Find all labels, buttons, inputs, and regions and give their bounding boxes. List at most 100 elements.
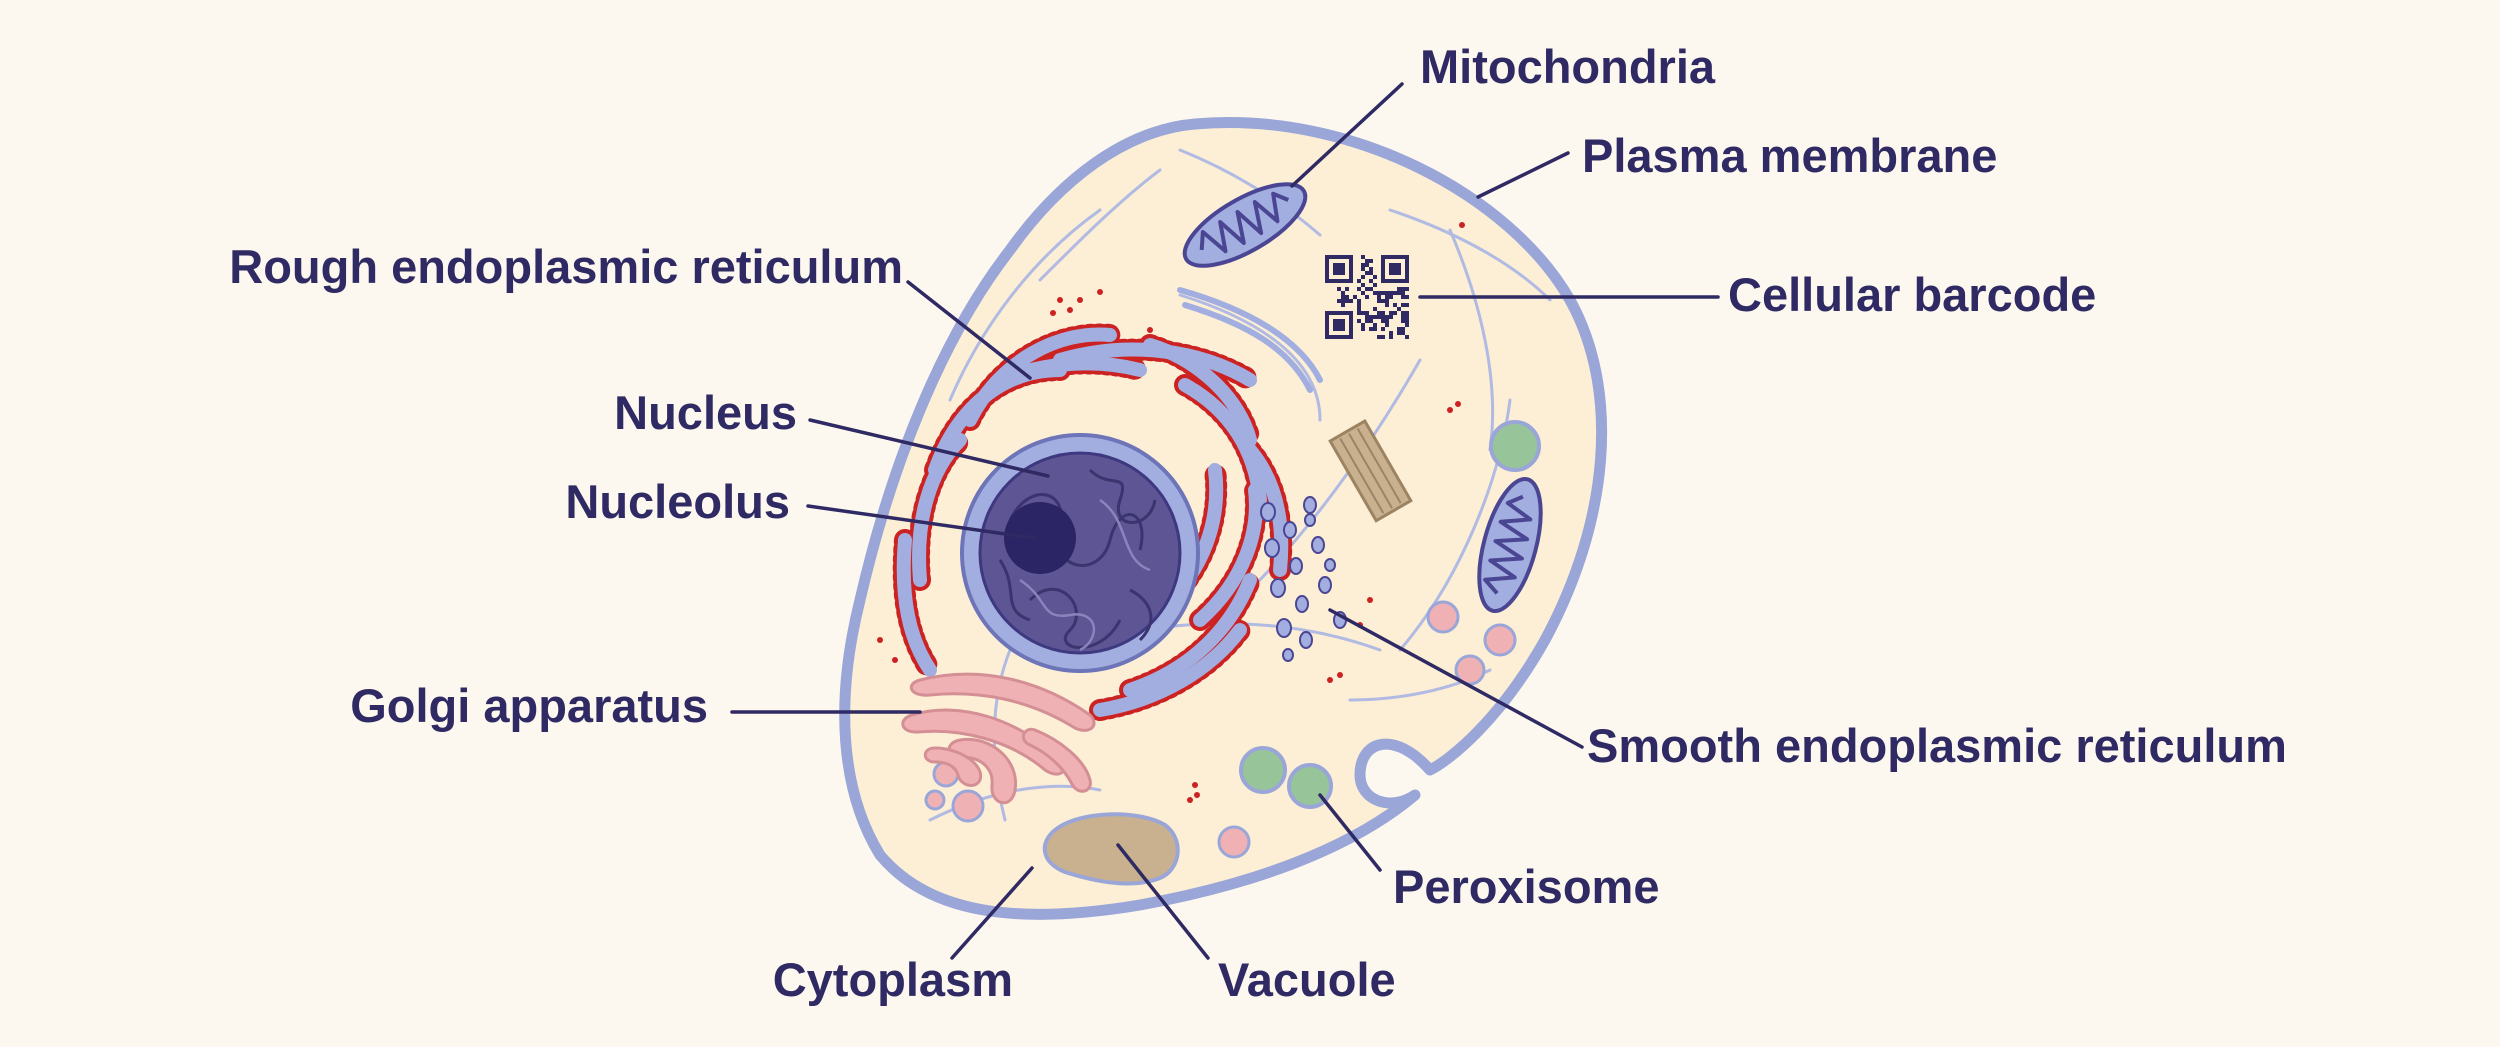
qr-module [1369,271,1373,275]
qr-finder-part [1349,255,1353,283]
qr-finder-part [1325,335,1353,339]
qr-module [1361,323,1365,327]
peroxisome [1239,420,1541,809]
qr-module [1361,267,1365,271]
qr-module [1357,311,1361,315]
qr-module [1357,303,1361,307]
nucleolus [1004,502,1076,574]
qr-module [1385,319,1389,323]
qr-module [1377,299,1381,303]
label-cellular-barcode: Cellular barcode [1728,268,2096,321]
rough-er [892,323,1293,721]
qr-module [1341,291,1345,295]
qr-module [1345,287,1349,291]
qr-module [1389,291,1393,295]
qr-module [1401,319,1405,323]
qr-module [1357,279,1361,283]
qr-module [1377,311,1381,315]
label-nucleolus: Nucleolus [565,475,790,528]
qr-module [1369,315,1373,319]
qr-finder-part [1325,311,1329,339]
qr-module [1357,287,1361,291]
qr-module [1393,311,1397,315]
nucleus [960,433,1200,673]
qr-module [1349,299,1353,303]
vesicle [924,600,1517,859]
qr-module [1377,335,1381,339]
qr-module [1405,315,1409,319]
qr-module [1373,307,1377,311]
qr-module [1365,271,1369,275]
labels: Mitochondria Plasma membrane Cellular ba… [229,40,2287,1006]
qr-module [1369,259,1373,263]
label-cytoplasm: Cytoplasm [773,953,1013,1006]
qr-module [1345,295,1349,299]
qr-module [1385,303,1389,307]
qr-module [1405,323,1409,327]
qr-module [1377,315,1381,319]
qr-module [1373,283,1377,287]
label-nucleus: Nucleus [614,386,797,439]
qr-module [1405,311,1409,315]
label-rough-er: Rough endoplasmic reticulum [229,240,903,293]
reticulum-strands [1177,287,1323,393]
qr-module [1393,291,1397,295]
qr-module [1401,295,1405,299]
qr-module [1361,311,1365,315]
qr-module [1401,315,1405,319]
mitochondrion [1477,476,1543,614]
qr-module [1353,295,1357,299]
qr-module [1369,287,1373,291]
centriole [1328,418,1413,523]
qr-module [1369,279,1373,283]
qr-module [1385,295,1389,299]
qr-module [1361,275,1365,279]
qr-module [1405,303,1409,307]
qr-finder-part [1325,255,1353,259]
qr-finder-part [1333,319,1345,331]
qr-module [1389,335,1393,339]
qr-module [1341,299,1345,303]
qr-finder-part [1325,279,1353,283]
qr-module [1369,319,1373,323]
qr-module [1401,287,1405,291]
qr-module [1377,295,1381,299]
label-mitochondria: Mitochondria [1420,40,1716,93]
free-ribosomes [877,222,1465,803]
qr-finder-part [1389,263,1401,275]
qr-module [1365,315,1369,319]
chromatin [998,468,1157,649]
qr-module [1401,331,1405,335]
qr-module [1397,307,1401,311]
label-vacuole: Vacuole [1218,953,1396,1006]
qr-module [1361,291,1365,295]
qr-module [1373,323,1377,327]
qr-module [1397,331,1401,335]
qr-module [1361,263,1365,267]
qr-finder-part [1381,255,1385,283]
qr-finder-part [1333,263,1345,275]
leader-lines [730,82,1720,960]
qr-finder-part [1381,279,1409,283]
qr-module [1369,267,1373,271]
qr-module [1361,255,1365,259]
qr-module [1389,311,1393,315]
qr-module [1365,259,1369,263]
qr-module [1341,303,1345,307]
qr-module [1381,311,1385,315]
qr-finder-part [1381,255,1409,259]
golgi-apparatus [901,672,1096,804]
qr-module [1401,303,1405,307]
qr-finder-part [1325,255,1329,283]
label-golgi-apparatus: Golgi apparatus [350,679,708,732]
qr-module [1357,307,1361,311]
qr-module [1389,315,1393,319]
qr-finder-part [1325,311,1353,315]
qr-module [1369,327,1373,331]
qr-module [1397,291,1401,295]
qr-module [1381,319,1385,323]
qr-module [1405,287,1409,291]
label-smooth-er: Smooth endoplasmic reticulum [1587,719,2287,772]
qr-module [1385,323,1389,327]
